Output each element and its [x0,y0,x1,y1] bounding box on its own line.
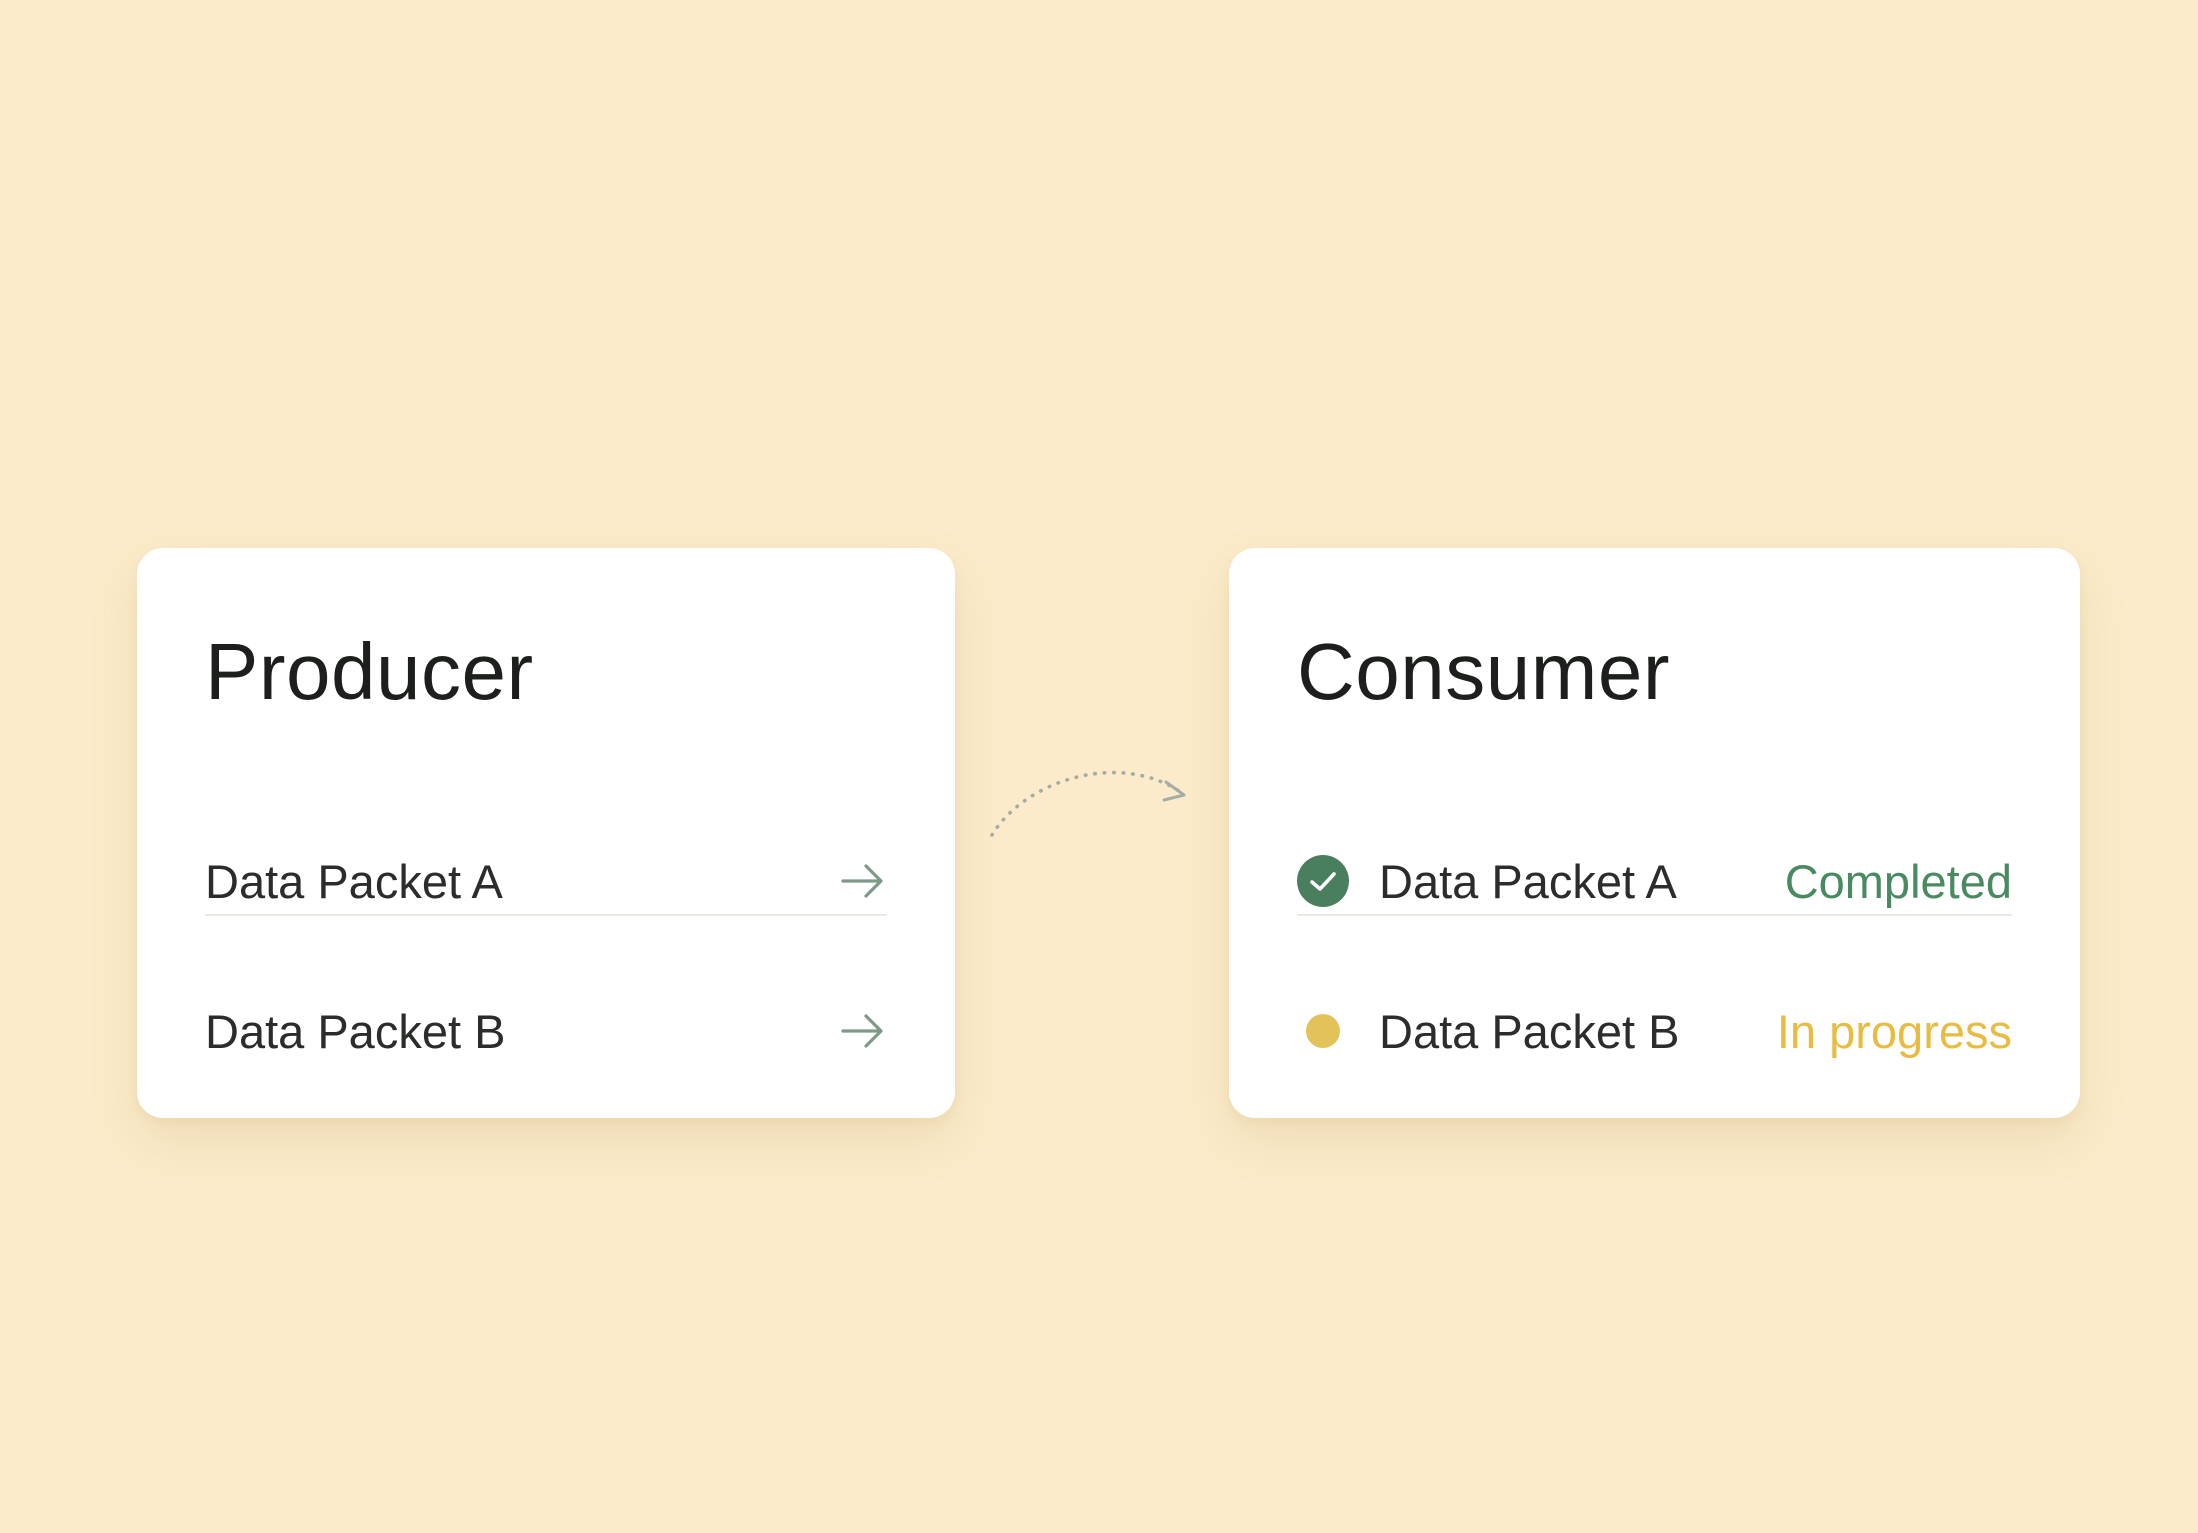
arrow-right-icon[interactable] [839,857,887,905]
producer-card: Producer Data Packet A Data Packet B [137,548,955,1118]
consumer-divider [1297,914,2012,916]
producer-item-packet-a[interactable]: Data Packet A [205,841,887,921]
producer-title: Producer [205,627,534,716]
producer-divider [205,914,887,916]
producer-item-packet-b[interactable]: Data Packet B [205,991,887,1071]
consumer-item-label: Data Packet B [1379,1004,1680,1058]
consumer-item-packet-b[interactable]: Data Packet B In progress [1297,991,2012,1071]
arrow-right-icon[interactable] [839,1007,887,1055]
consumer-card: Consumer Data Packet A Completed Data Pa… [1229,548,2080,1118]
consumer-item-packet-a[interactable]: Data Packet A Completed [1297,841,2012,921]
status-in-progress: In progress [1776,1004,2012,1058]
producer-item-label: Data Packet A [205,854,503,908]
dotted-curved-arrow-icon [990,770,1186,837]
status-completed: Completed [1784,854,2012,908]
consumer-title: Consumer [1297,627,1671,716]
producer-item-label: Data Packet B [205,1004,506,1058]
check-circle-icon [1297,855,1349,907]
yellow-dot-icon [1297,1005,1349,1057]
consumer-item-label: Data Packet A [1379,854,1677,908]
